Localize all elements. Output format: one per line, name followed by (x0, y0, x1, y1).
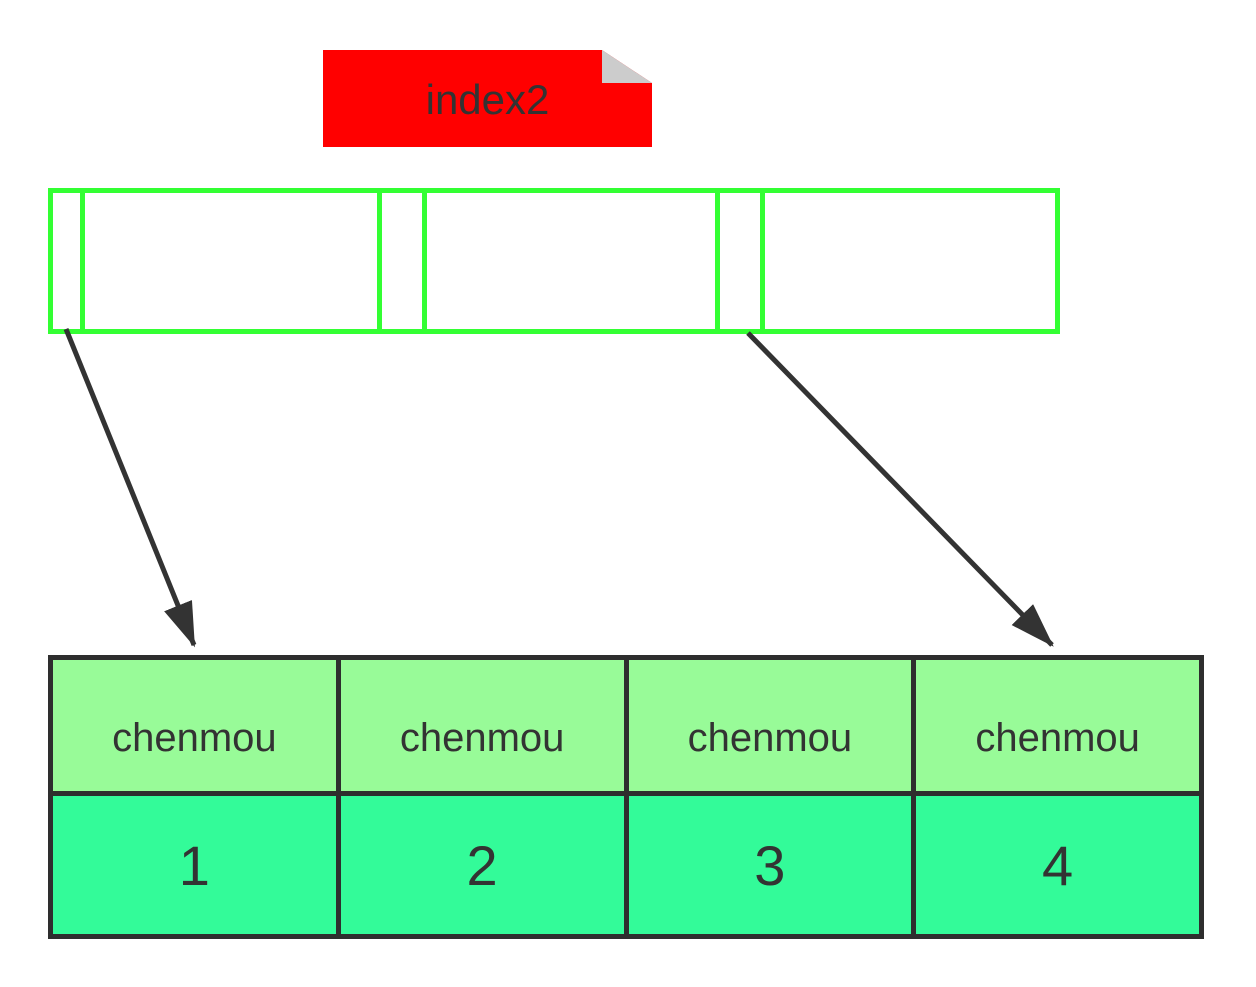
table-value-cell: 2 (340, 796, 624, 934)
table-value-cell: 1 (53, 796, 336, 934)
note-label: index2 (425, 75, 550, 123)
table-header-cell: chenmou (340, 660, 624, 791)
arrow-to-column-1 (63, 328, 197, 648)
table-header-cell: chenmou (916, 660, 1199, 791)
index-array-box (48, 188, 1060, 334)
table-header-cell: chenmou (628, 660, 912, 791)
record-table: chenmou chenmou chenmou chenmou 1 2 3 4 (48, 655, 1204, 939)
index-cell-divider (422, 193, 427, 329)
table-value-cell: 4 (916, 796, 1199, 934)
index2-note: index2 (323, 50, 652, 147)
index-cell-divider (377, 193, 382, 329)
folded-corner-icon (602, 50, 652, 83)
table-value-cell: 3 (628, 796, 912, 934)
arrow-to-column-4 (746, 331, 1054, 647)
index-cell-divider (80, 193, 85, 329)
table-header-cell: chenmou (53, 660, 336, 791)
index-cell-divider (760, 193, 765, 329)
index-cell-divider (715, 193, 720, 329)
